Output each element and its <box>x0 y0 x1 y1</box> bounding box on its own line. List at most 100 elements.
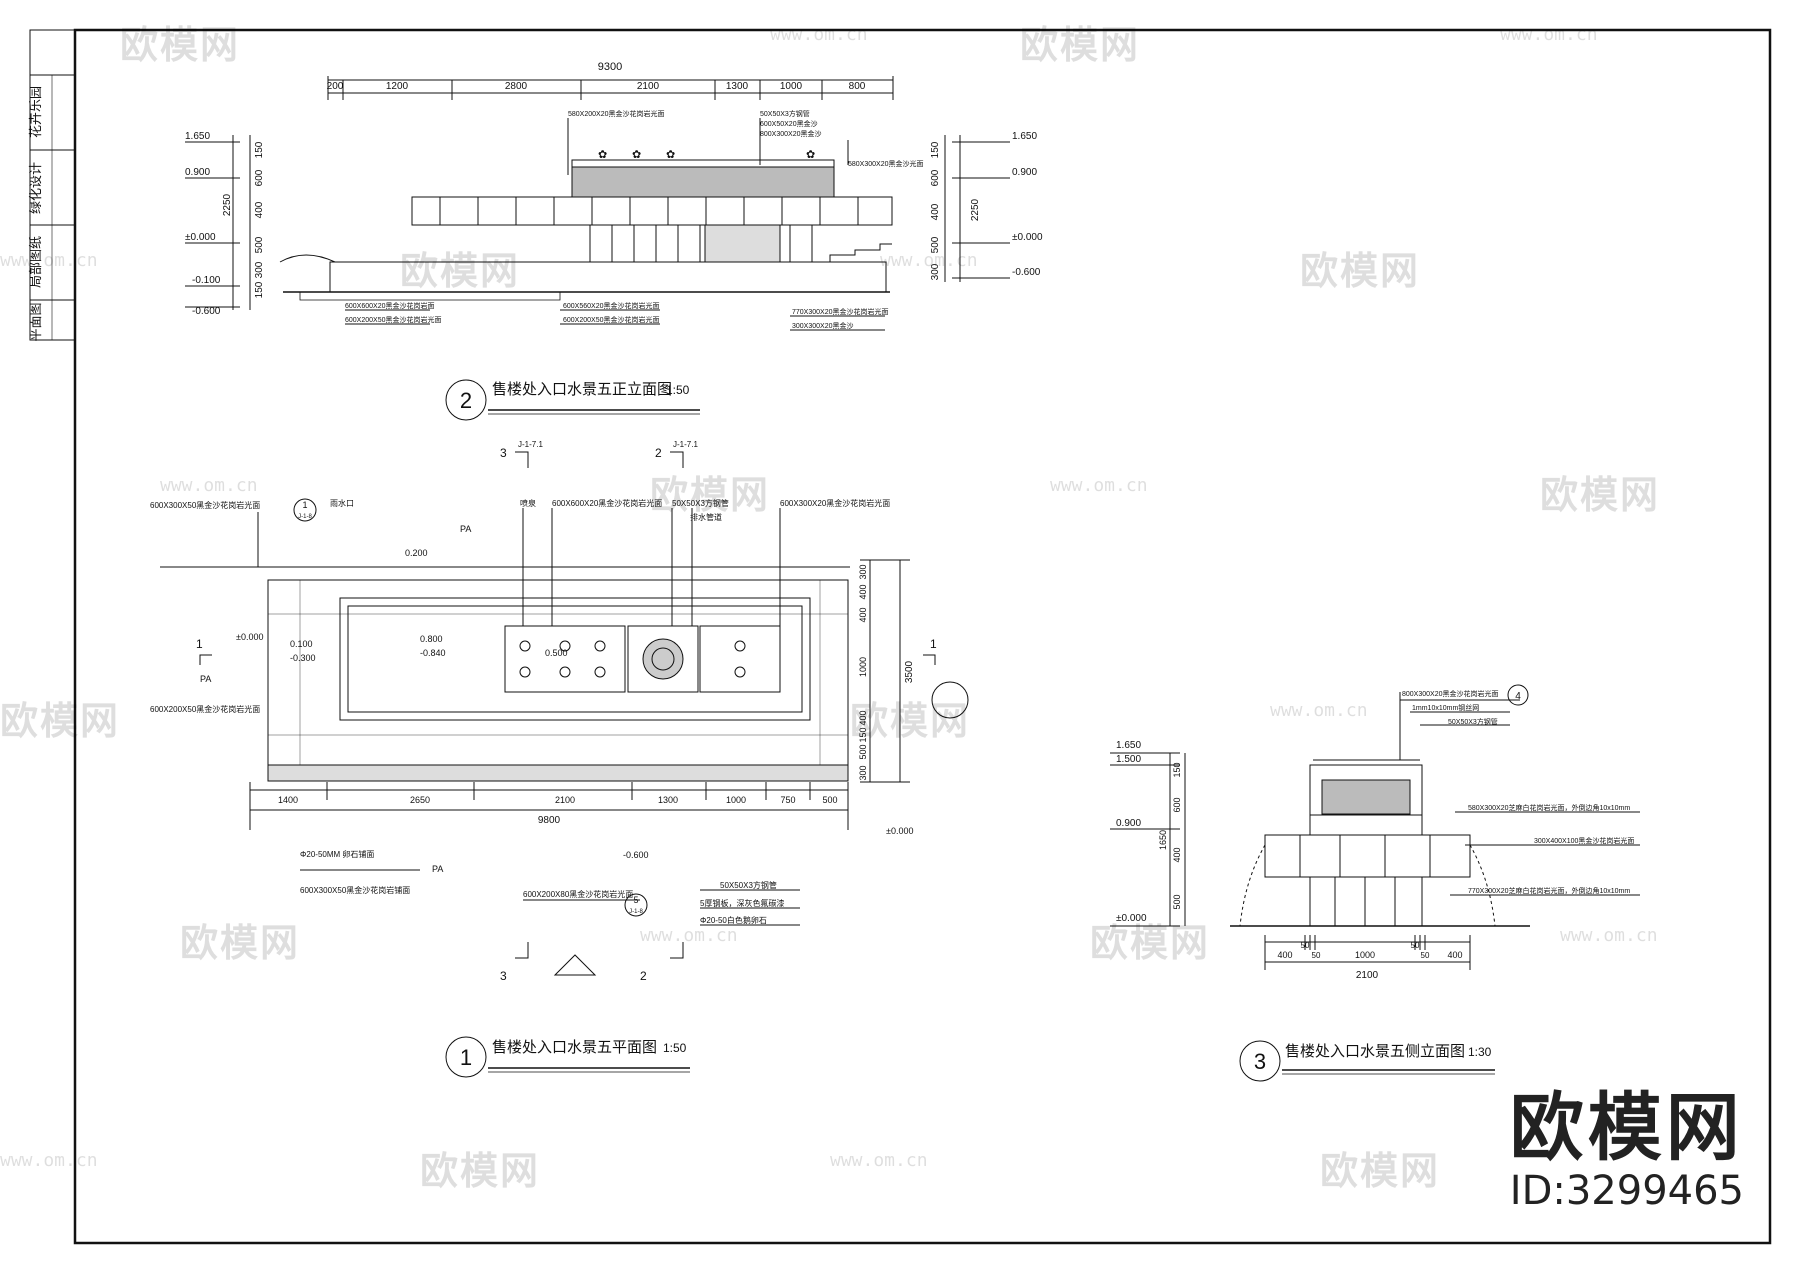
svg-text:1: 1 <box>930 637 937 651</box>
svg-text:50X50X3方钢管: 50X50X3方钢管 <box>1448 717 1498 726</box>
svg-text:0.900: 0.900 <box>1012 167 1037 178</box>
svg-text:500: 500 <box>822 795 837 805</box>
front-drawing-title: 售楼处入口水景五正立面图 <box>492 381 672 398</box>
watermark-logo: 欧模网 <box>1540 473 1661 517</box>
svg-text:400: 400 <box>1277 950 1292 960</box>
svg-text:500: 500 <box>930 236 941 253</box>
svg-text:300X300X20黑金沙: 300X300X20黑金沙 <box>792 321 853 330</box>
svg-text:400: 400 <box>1172 847 1182 862</box>
front-drawing-scale: 1:50 <box>666 383 690 397</box>
svg-text:1000: 1000 <box>1355 950 1375 960</box>
svg-text:2250: 2250 <box>970 198 981 221</box>
plan-view-text: 3 2 1 1 3 2 J-1-7.1 J-1-7.1 PA PA PA 0.2… <box>150 440 937 1070</box>
front-elevation-text: 9300 200 1200 2800 2100 1300 1000 800 1.… <box>185 61 1043 413</box>
title-block-row-2: 绿化设计 <box>28 162 43 214</box>
svg-text:J-1-8: J-1-8 <box>298 514 312 520</box>
svg-text:0.200: 0.200 <box>405 548 428 558</box>
side-elevation-text: 1.650 1.500 0.900 ±0.000 150 600 400 500… <box>1116 689 1634 1074</box>
svg-text:500: 500 <box>1172 894 1182 909</box>
svg-text:2: 2 <box>640 969 647 983</box>
svg-text:600X200X80黑金沙花岗岩光面: 600X200X80黑金沙花岗岩光面 <box>523 889 633 899</box>
svg-text:2100: 2100 <box>555 795 575 805</box>
svg-text:PA: PA <box>200 674 211 684</box>
svg-text:雨水口: 雨水口 <box>330 498 354 508</box>
svg-text:1.650: 1.650 <box>1116 740 1141 751</box>
watermark-logo: 欧模网 <box>0 699 121 743</box>
watermark-url: www.om.cn <box>880 250 978 271</box>
svg-text:50: 50 <box>1411 941 1420 950</box>
watermark-url: www.om.cn <box>160 475 258 496</box>
svg-text:150: 150 <box>1172 762 1182 777</box>
svg-text:3: 3 <box>500 969 507 983</box>
svg-text:50X50X3方钢管: 50X50X3方钢管 <box>760 109 810 118</box>
svg-text:±0.000: ±0.000 <box>236 632 263 642</box>
svg-text:5: 5 <box>633 895 638 905</box>
svg-text:-0.600: -0.600 <box>192 306 221 317</box>
svg-text:150: 150 <box>858 727 868 742</box>
svg-text:50X50X3方钢管: 50X50X3方钢管 <box>720 880 777 890</box>
svg-text:4: 4 <box>1515 691 1521 702</box>
svg-text:1000: 1000 <box>726 795 746 805</box>
svg-text:600X600X20黑金沙花岗岩面: 600X600X20黑金沙花岗岩面 <box>345 301 434 310</box>
svg-text:300: 300 <box>930 263 941 280</box>
watermark-url: www.om.cn <box>1560 925 1658 946</box>
watermark-logo: 欧模网 <box>1090 921 1211 965</box>
title-block-row-3: 局部图纸 <box>28 236 43 288</box>
svg-text:J-1-8: J-1-8 <box>629 909 643 915</box>
svg-text:✿: ✿ <box>806 149 815 161</box>
svg-text:2100: 2100 <box>1356 970 1379 981</box>
svg-text:5厚钢板，深灰色氟碳漆: 5厚钢板，深灰色氟碳漆 <box>700 898 784 908</box>
watermark-logo: 欧模网 <box>180 921 301 965</box>
svg-text:50: 50 <box>1301 941 1310 950</box>
watermark-logo: 欧模网 <box>1320 1149 1441 1193</box>
svg-text:喷泉: 喷泉 <box>520 498 536 508</box>
svg-text:1300: 1300 <box>658 795 678 805</box>
side-drawing-title: 售楼处入口水景五侧立面图 <box>1285 1043 1465 1060</box>
svg-text:200: 200 <box>327 81 344 92</box>
svg-text:-0.600: -0.600 <box>623 850 649 860</box>
title-block <box>29 29 76 341</box>
svg-text:1300: 1300 <box>726 81 749 92</box>
svg-text:0.900: 0.900 <box>185 167 210 178</box>
brand-name: 欧模网 <box>1509 1085 1744 1171</box>
watermark-url: www.om.cn <box>1500 24 1598 45</box>
svg-text:400: 400 <box>930 203 941 220</box>
front-elevation: ✿ ✿ ✿ ✿ <box>185 76 1010 421</box>
svg-text:150: 150 <box>254 141 265 158</box>
svg-text:±0.000: ±0.000 <box>1012 232 1043 243</box>
watermark-url: www.om.cn <box>0 250 98 271</box>
watermark-logo: 欧模网 <box>400 249 521 293</box>
watermark-url: www.om.cn <box>830 1150 928 1171</box>
title-block-row-4: 平面图 <box>28 302 43 341</box>
svg-text:1650: 1650 <box>1158 830 1168 850</box>
svg-text:排水管道: 排水管道 <box>690 512 722 522</box>
side-drawing-scale: 1:30 <box>1468 1045 1492 1059</box>
watermark-url: www.om.cn <box>1050 475 1148 496</box>
svg-text:600X300X20黑金沙花岗岩光面: 600X300X20黑金沙花岗岩光面 <box>780 498 890 508</box>
svg-text:800X300X20黑金沙: 800X300X20黑金沙 <box>760 129 821 138</box>
watermark-logo: 欧模网 <box>850 699 971 743</box>
watermark-logo: 欧模网 <box>420 1149 541 1193</box>
plan-drawing-title: 售楼处入口水景五平面图 <box>492 1039 657 1056</box>
svg-text:580X300X20芝麻白花岗岩光面，外倒边角10x10mm: 580X300X20芝麻白花岗岩光面，外倒边角10x10mm <box>1468 803 1630 812</box>
watermark-url: www.om.cn <box>1270 700 1368 721</box>
svg-text:500: 500 <box>254 236 265 253</box>
svg-text:300: 300 <box>858 564 868 579</box>
svg-text:300: 300 <box>254 261 265 278</box>
front-total-dim: 9300 <box>598 61 622 73</box>
svg-text:Φ20-50MM 卵石铺面: Φ20-50MM 卵石铺面 <box>300 849 374 859</box>
svg-text:2100: 2100 <box>637 81 660 92</box>
svg-text:600X300X50黑金沙花岗岩光面: 600X300X50黑金沙花岗岩光面 <box>150 500 260 510</box>
svg-text:600X600X20黑金沙花岗岩光面: 600X600X20黑金沙花岗岩光面 <box>552 498 662 508</box>
title-block-row-1: 花卉乐园 <box>28 86 43 138</box>
svg-text:600: 600 <box>1172 797 1182 812</box>
svg-text:✿: ✿ <box>666 149 675 161</box>
svg-text:600X200X50黑金沙花岗岩光面: 600X200X50黑金沙花岗岩光面 <box>563 315 659 324</box>
svg-text:770X300X20黑金沙花岗岩光面: 770X300X20黑金沙花岗岩光面 <box>792 307 888 316</box>
svg-text:J-1-7.1: J-1-7.1 <box>673 440 698 449</box>
side-elevation <box>1110 684 1640 1082</box>
svg-text:±0.000: ±0.000 <box>185 232 216 243</box>
watermark-url: www.om.cn <box>640 925 738 946</box>
watermark-url: www.om.cn <box>0 1150 98 1171</box>
